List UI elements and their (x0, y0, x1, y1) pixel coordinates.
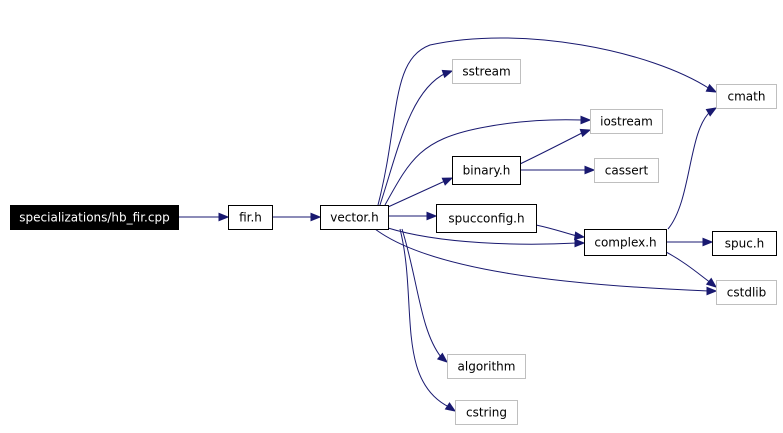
node-box (455, 400, 518, 425)
node-fir_h[interactable]: fir.h (228, 205, 273, 230)
arrowhead (573, 231, 586, 240)
edge-binary_h-to-iostream (519, 128, 592, 165)
edge-line (401, 228, 442, 358)
arrowhead (580, 115, 592, 125)
arrowhead (436, 352, 449, 363)
node-box (716, 84, 777, 109)
node-label: fir.h (239, 211, 262, 225)
edges-layer (178, 37, 718, 412)
edge-line (665, 251, 712, 284)
node-complex_h[interactable]: complex.h (584, 229, 667, 256)
arrowhead (444, 402, 457, 412)
node-label: binary.h (463, 164, 511, 178)
edge-line (374, 228, 710, 292)
node-box (584, 229, 667, 256)
arrowhead (426, 211, 438, 221)
node-box (590, 109, 663, 134)
node-label: complex.h (594, 236, 656, 250)
node-box (320, 205, 389, 230)
arrowhead (218, 212, 230, 222)
edge-line (519, 131, 585, 165)
arrowhead (310, 212, 322, 222)
node-cassert: cassert (594, 158, 659, 183)
node-binary_h[interactable]: binary.h (452, 156, 521, 185)
node-box (452, 59, 521, 84)
edge-complex_h-to-cmath (667, 107, 718, 230)
node-box (712, 231, 777, 256)
node-box (716, 280, 777, 305)
edge-spucconfig_h-to-complex_h (535, 224, 586, 240)
node-label: algorithm (458, 360, 516, 374)
node-box (452, 156, 521, 185)
edge-line (377, 37, 711, 206)
node-hb_fir_cpp: specializations/hb_fir.cpp (10, 205, 179, 230)
edge-binary_h-to-cassert (520, 165, 596, 175)
edge-vector_h-to-spucconfig_h (388, 211, 438, 221)
arrowhead (579, 128, 592, 138)
node-cstdlib: cstdlib (716, 280, 777, 305)
edge-line (387, 227, 578, 245)
node-label: sstream (462, 65, 510, 79)
edge-complex_h-to-spuc_h (666, 237, 714, 247)
arrowhead (574, 238, 586, 248)
node-label: spuc.h (725, 237, 765, 251)
node-label: cstdlib (727, 286, 766, 300)
arrowhead (705, 83, 718, 93)
edge-vector_h-to-cstdlib (374, 228, 718, 296)
node-label: iostream (600, 115, 653, 129)
arrowhead (441, 69, 454, 79)
node-label: vector.h (330, 211, 378, 225)
node-label: cassert (605, 164, 649, 178)
arrowhead (702, 237, 714, 247)
edge-line (535, 224, 578, 237)
arrowhead (706, 286, 718, 296)
node-spuc_h[interactable]: spuc.h (712, 231, 777, 256)
node-box (228, 205, 273, 230)
edge-vector_h-to-cstring (399, 228, 457, 412)
arrowhead (705, 277, 718, 288)
edge-line (399, 228, 450, 408)
edge-hb_fir_cpp-to-fir_h (178, 212, 230, 222)
node-sstream: sstream (452, 59, 521, 84)
arrowhead (705, 107, 718, 117)
edge-vector_h-to-algorithm (401, 228, 449, 363)
arrowhead (584, 165, 596, 175)
nodes-layer: specializations/hb_fir.cpp fir.h vector.h s… (10, 59, 777, 425)
edge-line (387, 180, 446, 208)
node-label: spucconfig.h (448, 212, 524, 226)
node-algorithm: algorithm (447, 354, 526, 379)
arrowhead (441, 177, 454, 186)
edge-vector_h-to-sstream (379, 69, 454, 206)
node-iostream: iostream (590, 109, 663, 134)
edge-vector_h-to-iostream (384, 115, 592, 206)
node-box (447, 354, 526, 379)
edge-fir_h-to-vector_h (272, 212, 322, 222)
node-label: specializations/hb_fir.cpp (19, 211, 169, 225)
edge-vector_h-to-cmath (377, 37, 718, 206)
edge-vector_h-to-complex_h (387, 227, 586, 248)
node-cmath: cmath (716, 84, 777, 109)
edge-line (667, 110, 712, 230)
node-label: cmath (728, 90, 766, 104)
edge-line (384, 119, 584, 206)
edge-complex_h-to-cstdlib (665, 251, 718, 288)
node-spucconfig_h[interactable]: spucconfig.h (436, 204, 537, 233)
node-cstring: cstring (455, 400, 518, 425)
node-label: cstring (466, 406, 507, 420)
edge-line (379, 72, 447, 206)
edge-vector_h-to-binary_h (387, 177, 454, 208)
node-box (594, 158, 659, 183)
node-vector_h[interactable]: vector.h (320, 205, 389, 230)
node-box (10, 205, 179, 230)
node-box (436, 204, 537, 233)
